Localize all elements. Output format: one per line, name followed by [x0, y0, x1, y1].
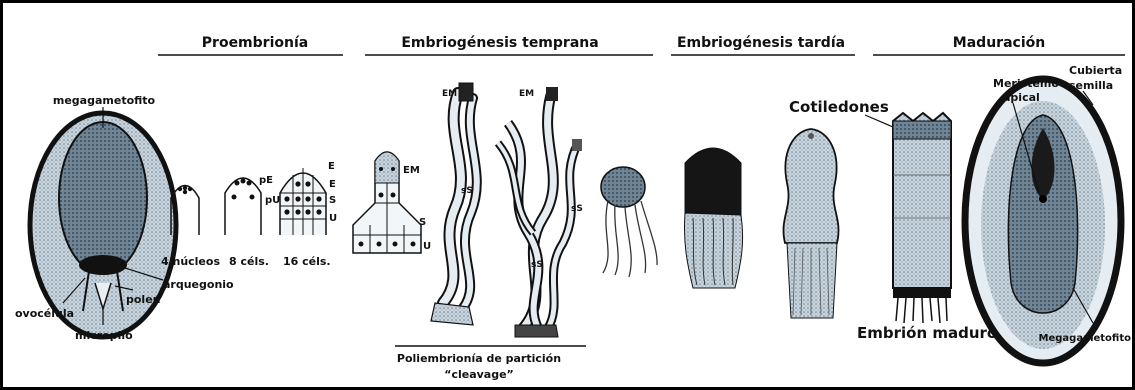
label-E: E [329, 179, 336, 190]
label-EM: EM [519, 89, 534, 99]
label-EM: EM [403, 165, 420, 176]
label-S: S [329, 195, 336, 206]
header-proembrionia: Proembrionía [202, 35, 308, 51]
label-semilla: semilla [1069, 79, 1113, 92]
label-polen: polen [126, 293, 161, 306]
label-U: U [423, 241, 431, 252]
label-meristemo: Meristemo [993, 77, 1059, 90]
label-embrion-maduro: Embrión maduro [857, 324, 997, 342]
proembryo-8-cells [225, 178, 261, 235]
caption-8-cels: 8 céls. [229, 255, 269, 268]
label-pE: pE [259, 175, 273, 186]
late-embryo-cotyledon-stage [783, 129, 838, 318]
seed-illustration [965, 79, 1121, 363]
label-cubierta: Cubierta [1069, 64, 1122, 77]
caption-cleavage: “cleavage” [444, 368, 514, 381]
suspensor-embryo-single [431, 83, 477, 325]
mature-embryo [893, 113, 951, 323]
label-pU: pU [265, 195, 280, 206]
header-maduracion: Maduración [953, 35, 1045, 51]
globular-embryo [601, 167, 657, 277]
label-sS: sS [531, 260, 543, 270]
cleavage-polyembryony [498, 87, 582, 337]
label-apical: apical [1003, 91, 1040, 104]
header-embriogenesis-tardia: Embriogénesis tardía [677, 35, 845, 51]
label-ovocelula: ovocélula [15, 307, 74, 320]
label-sS: sS [571, 204, 583, 214]
caption-16-cels: 16 céls. [283, 255, 331, 268]
header-embriogenesis-temprana: Embriogénesis temprana [401, 35, 598, 51]
caption-4-nucleos: 4 núcleos [161, 255, 220, 268]
label-EM: EM [442, 89, 457, 99]
label-S: S [419, 217, 426, 228]
leader-line [865, 115, 893, 127]
label-megagametofito: megagametofito [53, 94, 156, 107]
label-micropilo: micropilo [75, 329, 133, 342]
label-sS: sS [461, 186, 473, 196]
late-embryo-club [684, 148, 742, 288]
label-U: U [329, 213, 337, 224]
label-megagametofito-seed: Megagametofito [1039, 333, 1132, 344]
label-cotiledones: Cotiledones [789, 98, 889, 116]
proembryo-16-cells [280, 168, 326, 235]
label-E: E [328, 161, 335, 172]
caption-poliembrionia: Poliembrionía de partición [397, 352, 561, 365]
embryogenesis-diagram: Proembrionía Embriogénesis temprana Embr… [3, 3, 1132, 387]
label-arquegonio: arquegonio [163, 278, 234, 291]
